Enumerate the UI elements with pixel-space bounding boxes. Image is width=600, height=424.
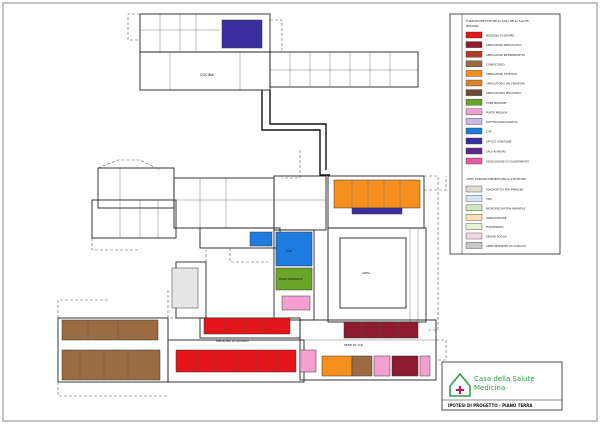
legend-swatch [465,127,483,135]
legend-swatch [465,108,483,116]
legend-label: AMBULATORI SPECIALISTICI [486,43,522,47]
west-wing [57,299,169,397]
legend-label: NEUROPSICHIATRIA INFANTILE [486,206,526,210]
legend-label: AMBULATORIO PEDIATRICO [486,91,521,95]
logo-line-1: Casa della Salute [474,375,535,383]
pink-right-zone [299,349,317,373]
legend-swatch [465,242,483,249]
legend-label: RIABILITAZIONE [486,216,507,220]
legend-label: ASSOCIAZIONI DI VOLONTARIATO [486,160,529,164]
pink-lower-2-zone [419,355,431,377]
legend-label: SERVIZI SOCIALI [486,235,507,239]
legend-swatch [465,204,483,212]
legend-subheader: MEDICINA [466,24,479,28]
legend-group-3: DIAGNOSTICA PER IMMAGINI CSM NEUROPSICHIAT… [465,185,526,249]
legend-swatch [465,79,483,87]
cure-primarie-zone [275,267,313,291]
legend-swatch [465,223,483,230]
legend-swatch [465,195,483,202]
navy-office-zone [221,19,263,49]
legend-swatch [465,31,483,39]
legend-label: CUP [486,130,492,134]
legend-label: DIAGNOSTICA PER IMMAGINI [486,188,523,192]
medicina-di-gruppo-label: MEDICINA DI GRUPPO [216,339,249,343]
cup-label: CUP [286,249,292,253]
house-logo-icon [449,372,471,397]
legend-swatch [465,118,483,125]
orange-lower-zone [321,355,353,377]
legend-label: CONSULTORIO [486,62,505,66]
connecting-corridor [261,90,330,179]
logo-line-2: Medicina [474,384,505,392]
legend-label: ELETTROCARDIOGRAFIA [486,120,518,124]
orange-ambulatori-zone [333,179,421,209]
pink-room-zone [281,295,311,311]
navy-strip-zone [351,207,403,215]
title-frame [441,361,563,411]
legend-swatch [465,185,483,193]
central-spine [199,175,327,321]
cup-annex-zone [249,231,273,247]
legend-swatch [465,232,483,240]
legend-swatch [465,70,483,77]
legend-group-1: MEDICINA DI GRUPPO AMBULATORI SPECIALISTI… [465,31,525,125]
legend-swatch [465,98,483,106]
legend-swatch [465,51,483,58]
legend-label: UFFICIO DIREZIONE [486,140,512,144]
maroon-lower-zone [391,355,419,377]
legend-panel: FUNZIONI PREVISTE NELLA CASA DELLA SALUT… [449,13,561,255]
legend-swatch [465,137,483,145]
legend-swatch [465,213,483,221]
legend-label: AMBULATORIO VACCINAZIONI [486,82,525,86]
legend-swatch [465,157,483,165]
legend-label: CSM [486,197,492,201]
legend-label: PUNTO PRELIEVI [486,110,507,114]
footer-title: IPOTESI DI PROGETTO - PIANO TERRA [448,403,533,408]
pink-lower-zone [373,355,391,377]
legend-swatch [465,60,483,67]
brown-consultorio-upper-zone [61,319,159,341]
legend-swatch [465,89,483,96]
legend-swatch [465,41,483,48]
cure-primarie-label: CURE PRIMARIE [279,277,303,281]
red-medicina-upper-zone [203,317,291,335]
legend-group-2: CUP UFFICIO DIREZIONE SALA RIUNIONI ASSOCIA… [465,127,529,165]
central-area-label: AREA [362,271,371,275]
legend-label: MEDICINA DI GRUPPO [486,34,514,38]
legend-label: AMBULATORI OSTETRICI [486,72,518,76]
legend-swatch [465,147,483,155]
maroon-specialist-zone [343,321,419,339]
title-block: Casa della Salute Medicina IPOTESI DI PR… [441,361,563,411]
sede-118-label: SEDE DI 118 [344,343,363,347]
brown-consultorio-lower-zone [61,349,161,381]
kitchen-label: CUCINA [200,73,214,77]
brown-lower-zone [351,355,373,377]
kitchen-wing: CUCINA [127,13,419,91]
legend-label: AMBULATORI INFERMIERISTICI [486,53,525,57]
legend-label: FISIOTERAPIA [486,225,504,229]
left-upper-wing [91,159,275,251]
legend-header: FUNZIONI PREVISTE NELLA CASA DELLA SALUT… [466,19,529,23]
legend-other-header: ALTRE FUNZIONI PRESENTI NELLA STRUTTURA [466,177,526,181]
legend-label: AREE DESTINATE AD ALTRI USI [486,244,526,248]
legend-label: SALA RIUNIONI [486,150,506,154]
stair-block [171,267,199,309]
cup-zone [275,231,313,267]
legend-label: CURE PRIMARIE [486,101,507,105]
